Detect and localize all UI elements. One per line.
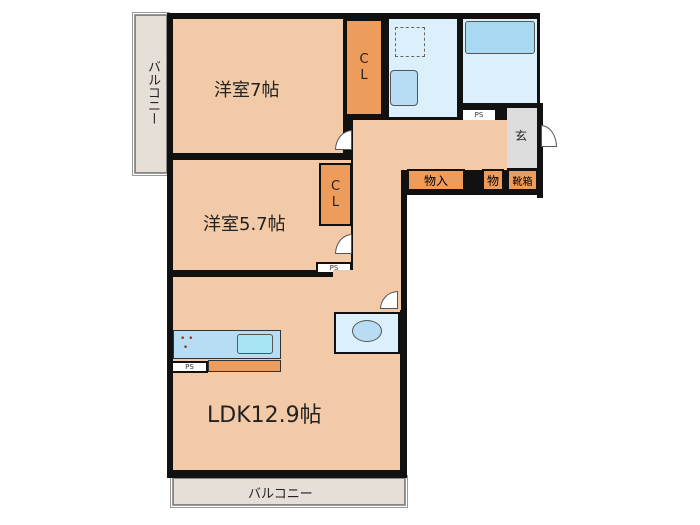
bedroom-1-label: 洋室7帖 — [214, 80, 280, 101]
balcony-side — [132, 12, 170, 176]
closet-2-label-l: L — [331, 194, 340, 210]
toilet-icon — [352, 320, 382, 342]
balcony-side-label: バルコニー — [145, 60, 160, 125]
stove-icon: • • • — [180, 334, 194, 353]
ps-3: PS — [171, 361, 208, 373]
storage: 物入 — [407, 169, 465, 191]
balcony-bottom — [170, 475, 408, 508]
shoe-box: 靴箱 — [507, 169, 538, 191]
entrance — [507, 108, 537, 168]
closet-1-label-c: C — [359, 51, 369, 67]
closet-1-label-l: L — [360, 67, 368, 83]
entrance-label: 玄 — [515, 129, 528, 143]
ldk-label: LDK12.9帖 — [207, 403, 322, 428]
sink-icon — [237, 334, 273, 354]
washbasin-icon — [390, 70, 418, 106]
storage-small: 物 — [482, 169, 504, 191]
front-door[interactable] — [541, 125, 557, 147]
kitchen-shelf — [208, 360, 281, 372]
balcony-bottom-label: バルコニー — [248, 487, 313, 502]
bedroom-2-label: 洋室5.7帖 — [203, 214, 286, 235]
washer-space-icon — [395, 27, 425, 57]
bathtub-icon — [465, 21, 535, 54]
bedroom-1 — [173, 19, 343, 153]
closet-2-label-c: C — [330, 178, 341, 194]
wall-right — [537, 103, 543, 198]
